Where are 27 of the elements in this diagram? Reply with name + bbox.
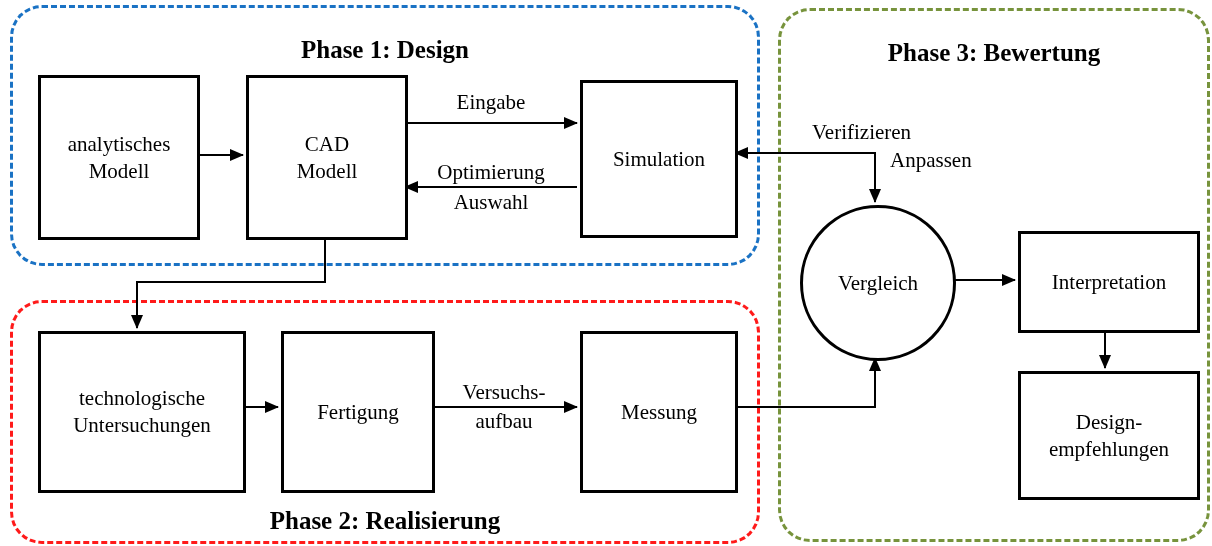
phase-frame	[10, 300, 760, 544]
node-text: Fertigung	[316, 398, 400, 426]
process-box	[1018, 371, 1200, 500]
edge-label: Verifizieren Anpassen	[812, 119, 973, 174]
phase-frame	[10, 5, 760, 266]
node-text: technologische Untersuchungen	[72, 385, 212, 439]
node-text: Design-empfehlungen	[1047, 408, 1171, 463]
process-box	[1018, 231, 1200, 333]
node-text: Vergleich	[836, 269, 920, 297]
process-box	[580, 331, 738, 493]
phase-title: Phase 3: Bewertung	[886, 39, 1102, 67]
edge-label: Eingabe	[455, 89, 527, 116]
process-box	[38, 331, 246, 493]
phase-frame	[778, 8, 1210, 542]
process-box	[246, 75, 408, 240]
node-text: Simulation	[611, 145, 707, 173]
edge-label: Versuchs-aufbau	[461, 379, 547, 435]
node-text: Interpretation	[1050, 268, 1168, 296]
edge-label: Optimierung Auswahl	[436, 159, 546, 216]
node-text: CAD Modell	[295, 130, 359, 185]
process-box	[281, 331, 435, 493]
process-box	[580, 80, 738, 238]
phase-title: Phase 1: Design	[299, 36, 471, 64]
process-box	[38, 75, 200, 240]
phase-title: Phase 2: Realisierung	[268, 507, 502, 535]
node-text: Messung	[620, 398, 698, 426]
node-text: analytisches Modell	[66, 130, 172, 185]
